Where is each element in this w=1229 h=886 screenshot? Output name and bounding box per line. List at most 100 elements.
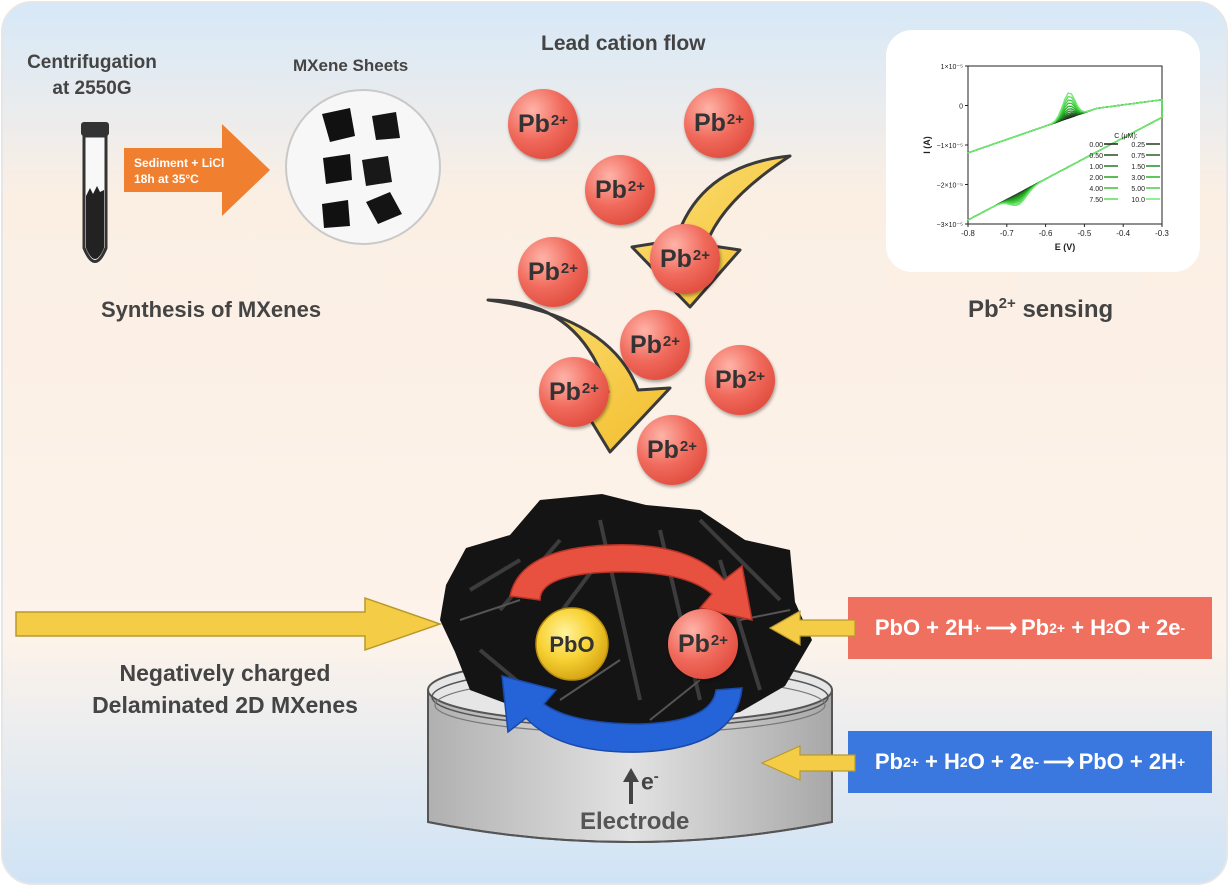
red-term-a: Pb: [874, 749, 903, 774]
red-term-d-sup: +: [1176, 754, 1186, 770]
ox-term-c-sub: 2: [1106, 620, 1114, 636]
x-tick-label: -0.5: [1078, 229, 1092, 238]
lead-ion-symbol: Pb: [594, 175, 627, 204]
lead-ion-symbol: Pb: [659, 244, 692, 273]
legend-entry: 2.00: [1089, 175, 1103, 182]
red-arrow-icon: ⟶: [1043, 749, 1075, 774]
centrifugation-line1: Centrifugation: [27, 52, 157, 73]
centrifugation-line2: at 2550G: [52, 78, 132, 99]
x-tick-label: -0.6: [1039, 229, 1053, 238]
flow-arrow-mid-icon: [486, 298, 672, 454]
mxene-pointer-arrow-icon: [15, 596, 443, 652]
ox-arrow-icon: ⟶: [985, 615, 1017, 640]
mxene-description-line1: Negatively charged: [119, 660, 331, 686]
electron-label: e-: [641, 768, 659, 796]
lead-ion-charge: 2+: [581, 379, 600, 397]
x-tick-label: -0.4: [1116, 229, 1130, 238]
synthesis-arrow-icon: [124, 124, 270, 216]
legend-entry: 0.50: [1089, 153, 1103, 160]
sensing-title-rest: sensing: [1022, 296, 1114, 323]
synthesis-section-title: Synthesis of MXenes: [101, 297, 322, 322]
lead-ion-charge: 2+: [627, 177, 646, 195]
ox-term-b-sup: 2+: [1049, 620, 1066, 636]
x-axis-label: E (V): [1055, 242, 1076, 252]
lead-ion-symbol: Pb: [629, 330, 662, 359]
electrode-label: Electrode: [580, 808, 690, 835]
cv-curve: [967, 92, 1163, 221]
mxene-description-line2: Delaminated 2D MXenes: [92, 692, 358, 718]
electron-arrow-icon: [623, 768, 639, 804]
lead-ion-symbol: Pb: [714, 365, 747, 394]
legend-entry: 0.75: [1131, 153, 1145, 160]
sensing-title-base: Pb: [968, 296, 999, 323]
lead-ion-symbol: Pb: [548, 377, 581, 406]
centrifugation-label: Centrifugation at 2550G: [18, 50, 166, 102]
x-tick-label: -0.7: [1000, 229, 1014, 238]
test-tube-icon: [81, 122, 109, 263]
lead-ion-charge: 2+: [692, 246, 711, 264]
red-term-b-sub: 2: [959, 754, 968, 770]
lead-ion-symbol: Pb: [677, 629, 710, 658]
x-tick-label: -0.8: [961, 229, 975, 238]
sensing-title: Pb2+ sensing: [968, 295, 1113, 324]
y-tick-label: −2×10⁻⁵: [937, 183, 964, 190]
synthesis-arrow-line1: Sediment + LiCl: [134, 156, 225, 170]
lead-ion-symbol: Pb: [527, 257, 560, 286]
cycle-arrow-top-icon: [509, 544, 753, 621]
cycle-arrow-bottom-icon: [501, 675, 743, 753]
lead-flow-title: Lead cation flow: [541, 32, 706, 55]
lead-ion-charge: 2+: [560, 259, 579, 277]
y-tick-label: 1×10⁻⁵: [941, 64, 963, 71]
lead-ion-symbol: Pb: [517, 109, 550, 138]
y-axis-label: I (A): [922, 136, 932, 154]
pbo-label: PbO: [549, 632, 595, 657]
legend-entry: 0.00: [1089, 142, 1103, 149]
mxene-sheets-label: MXene Sheets: [293, 56, 409, 75]
reduction-equation-box: [848, 731, 1212, 793]
lead-ion-charge: 2+: [747, 367, 766, 385]
ox-term-a: PbO + 2H: [874, 615, 974, 640]
reduction-pointer-arrow-icon: [760, 745, 856, 781]
ox-term-a-sup: +: [973, 620, 982, 636]
synthesis-arrow-line2: 18h at 35°C: [134, 172, 199, 186]
ox-term-c: + H: [1065, 615, 1107, 640]
y-tick-label: −1×10⁻⁵: [937, 143, 964, 150]
legend-entry: 4.00: [1089, 186, 1103, 193]
legend-entry: 5.00: [1131, 186, 1145, 193]
lead-ion-charge: 2+: [550, 111, 569, 129]
pbo-sphere: [535, 607, 609, 681]
red-term-c-sup: -: [1034, 754, 1040, 770]
ox-term-b: Pb: [1020, 615, 1050, 640]
lead-ion-charge: 2+: [679, 437, 698, 455]
legend-entry: 0.25: [1131, 142, 1145, 149]
ox-term-d: O + 2e: [1113, 615, 1181, 640]
sensing-title-charge: 2+: [998, 295, 1016, 312]
lead-ion-charge: 2+: [662, 332, 681, 350]
legend-title: C (μM):: [1114, 133, 1138, 140]
legend-entry: 1.50: [1131, 164, 1145, 171]
y-tick-label: −3×10⁻⁵: [937, 222, 964, 229]
lead-ion-symbol: Pb: [646, 435, 679, 464]
oxidation-pointer-arrow-icon: [768, 609, 856, 647]
legend-entry: 3.00: [1131, 175, 1145, 182]
y-tick-label: 0: [959, 104, 963, 111]
red-term-b: + H: [918, 749, 960, 774]
legend-entry: 1.00: [1089, 164, 1103, 171]
electron-base: e: [641, 768, 654, 795]
x-tick-label: -0.3: [1155, 229, 1169, 238]
sensing-plot-card: [886, 30, 1200, 272]
oxidation-equation-box: [848, 597, 1212, 659]
mxene-description: Negatively charged Delaminated 2D MXenes: [60, 657, 390, 721]
ox-term-d-sup: -: [1180, 620, 1186, 636]
cv-plot: -0.8 -0.7 -0.6 -0.5 -0.4 -0.3 1×10⁻⁵ 0 −1×10⁻⁵ −2…: [922, 64, 1169, 252]
